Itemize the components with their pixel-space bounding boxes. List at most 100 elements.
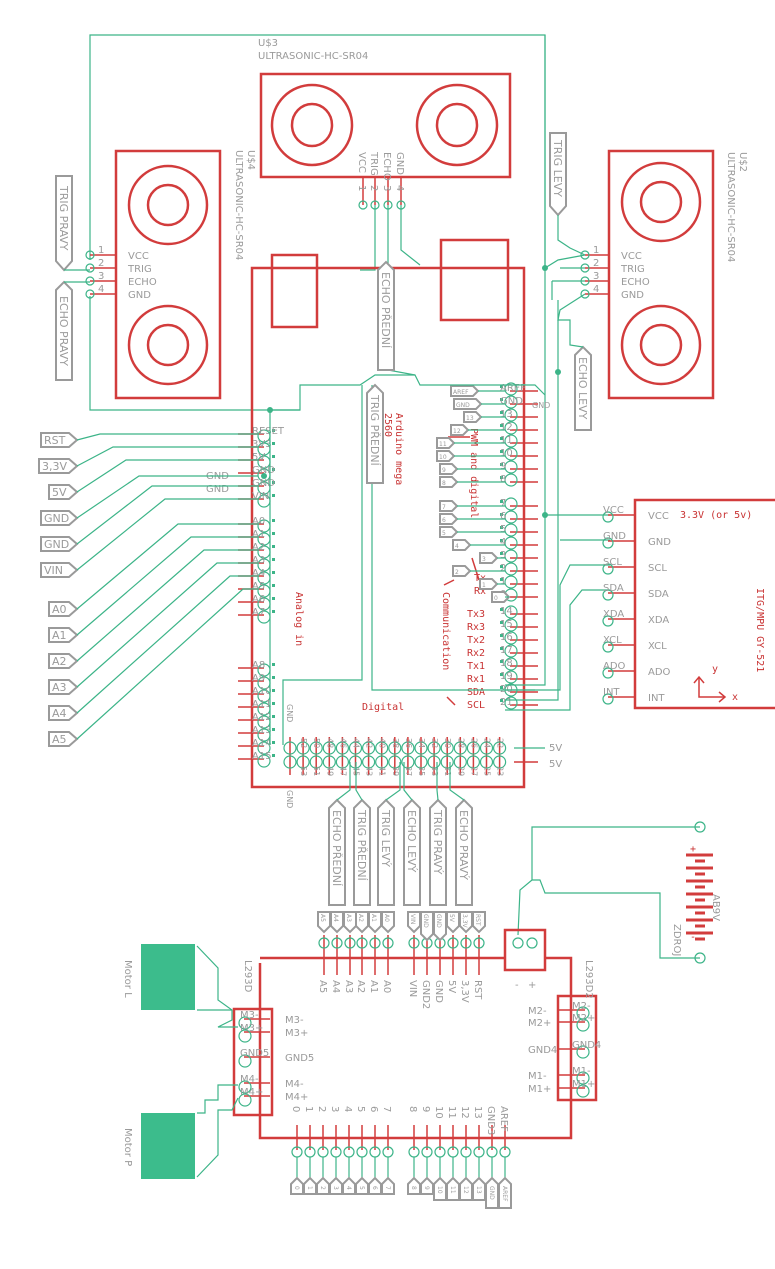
pin-label: M3- [240, 1010, 259, 1021]
pin-label: A0 [381, 980, 392, 993]
pin-number: 2 [368, 185, 379, 191]
battery-pad [694, 821, 706, 833]
pin-label: ECHO [128, 277, 157, 288]
pin-number: 3 [381, 185, 392, 191]
flag-pin [439, 513, 459, 525]
pin-label: ADO [648, 667, 671, 678]
flag-label: A4 [332, 914, 339, 922]
pin-pad [453, 755, 467, 769]
pin-label: GND [394, 152, 405, 175]
flag-label: 11 [439, 441, 447, 448]
flag-pin [491, 591, 511, 603]
gnd-label: GND [206, 484, 229, 495]
pin-marker [500, 552, 503, 555]
pin-pad [440, 741, 454, 755]
pin-pad [580, 250, 590, 260]
pin-label: A15 [252, 751, 272, 762]
wire [336, 762, 351, 801]
power-jack [439, 238, 510, 322]
transducer-icon [270, 83, 354, 167]
wire [505, 372, 559, 701]
pin-label: 4 [342, 1106, 353, 1112]
sensor-front-ref: U$3 [258, 38, 278, 49]
pin-pad [493, 741, 507, 755]
pin-label: 3 [329, 1106, 340, 1112]
comm-label: Rx1 [467, 674, 485, 685]
pin-marker [500, 437, 503, 440]
flag-label: TRIG PŘEDNÍ [368, 394, 381, 466]
pin-label: GND [252, 465, 275, 476]
pin-label: 8 [500, 474, 506, 485]
pin-pad [602, 667, 614, 679]
pin-label: SDA [648, 589, 669, 600]
pin-marker [500, 621, 503, 624]
pin-pad [388, 755, 402, 769]
axis-icon [698, 677, 725, 698]
wire [76, 562, 258, 688]
flag-label: RST [44, 434, 66, 447]
flag-label: 9 [423, 1186, 430, 1190]
axis-x-label: x [732, 692, 738, 703]
pin-pad [602, 693, 614, 705]
pin-marker [500, 500, 503, 503]
pin-pad [296, 755, 310, 769]
junction [261, 473, 267, 479]
flag-shield-top [472, 911, 486, 934]
flag-pin [452, 539, 472, 551]
transducer-icon [415, 83, 499, 167]
arduino-name: Arduino mega [393, 413, 404, 485]
battery-pad [694, 952, 706, 964]
transducer-inner-icon [639, 323, 683, 367]
pin-label: 14 [500, 606, 513, 617]
pin-pad [504, 523, 518, 537]
pin-pad [238, 1016, 252, 1030]
flag-label: 9 [442, 467, 446, 474]
pin-pad [238, 1029, 252, 1043]
pin-label: XCL [648, 641, 667, 652]
flag-label: A1 [52, 629, 67, 642]
pin-label: GND2 [420, 980, 431, 1009]
sensor-right-ref: U$4 [245, 150, 256, 170]
pin-label: A4 [252, 568, 265, 579]
flag-label: 6 [371, 1186, 378, 1190]
flag-label: 2 [319, 1186, 326, 1190]
pin-pad [375, 755, 389, 769]
pin-pad [504, 447, 518, 461]
pin-label: A9 [252, 673, 265, 684]
flag-shield-top [433, 911, 447, 942]
pin-label: 9 [500, 461, 506, 472]
pin-label: GND [500, 396, 523, 407]
pin-label: TRIG [368, 151, 379, 176]
pin-pad [382, 937, 394, 949]
wire [76, 575, 258, 714]
wire [76, 433, 258, 441]
pin-label: M4- [240, 1074, 259, 1085]
battery-plus: + [690, 844, 696, 855]
flag-label: 13 [466, 415, 474, 422]
annotation-line [471, 557, 480, 581]
sensor-left-type: ULTRASONIC-HC-SR04 [725, 152, 736, 262]
pin-pad [388, 741, 402, 755]
pin-marker [500, 398, 503, 401]
annotation-line [446, 696, 456, 706]
power-terminal [503, 928, 547, 972]
pin-label: XCL [603, 635, 622, 646]
pin-pad [401, 755, 415, 769]
axis-y-label: y [712, 664, 718, 675]
pin-marker [500, 578, 503, 581]
pin-pad [356, 937, 368, 949]
pin-label: GND [128, 290, 151, 301]
pin-label: 10 [500, 448, 513, 459]
pin-label: A1 [252, 529, 265, 540]
pin-pad [238, 1093, 252, 1107]
flag-label: 8 [442, 480, 446, 487]
pin-pad [257, 741, 271, 755]
pin-pad [408, 937, 420, 949]
pin-marker [500, 476, 503, 479]
pin-pad [504, 421, 518, 435]
pin-marker [500, 450, 503, 453]
battery-ref: ZDROJ [671, 924, 682, 956]
pin-marker [272, 481, 275, 484]
pin-pad [85, 276, 95, 286]
motor-left-name: Motor L [122, 960, 133, 998]
